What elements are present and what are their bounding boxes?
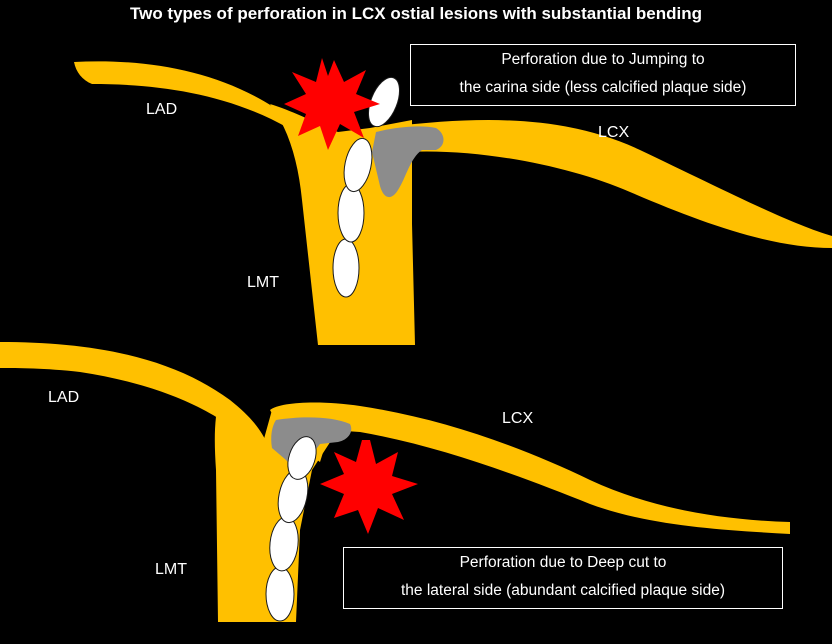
bottom-lcx-label: LCX xyxy=(502,410,534,427)
top-balloon-chain xyxy=(332,76,400,298)
top-balloon-segment xyxy=(368,76,400,128)
bottom-callout-line1: Perforation due to Deep cut to xyxy=(459,554,667,571)
bottom-callout-box: Perforation due to Deep cut to the later… xyxy=(343,547,783,609)
top-lad-label: LAD xyxy=(146,101,178,118)
bottom-lad-label: LAD xyxy=(48,389,80,406)
top-balloon-segment xyxy=(332,238,360,298)
top-balloon-segment xyxy=(337,183,365,243)
top-lcx-label: LCX xyxy=(598,124,630,141)
top-panel xyxy=(74,58,832,345)
bottom-balloon-segment xyxy=(265,566,295,622)
top-lcx-vessel xyxy=(395,120,832,248)
bottom-lmt-label: LMT xyxy=(155,561,187,578)
bottom-perforation-burst xyxy=(320,440,418,534)
top-lad-vessel xyxy=(74,61,300,135)
bottom-lad-vessel xyxy=(0,342,268,458)
bottom-lcx-vessel xyxy=(270,402,790,534)
top-lmt-label: LMT xyxy=(247,274,279,291)
bottom-callout-line2: the lateral side (abundant calcified pla… xyxy=(401,582,725,599)
bottom-balloon-segment xyxy=(287,436,317,480)
figure-title: Two types of perforation in LCX ostial l… xyxy=(129,4,703,23)
top-callout-line2: the carina side (less calcified plaque s… xyxy=(459,79,747,96)
top-callout-line1: Perforation due to Jumping to xyxy=(501,51,705,68)
bottom-panel xyxy=(0,342,790,622)
top-calcified-plaque xyxy=(372,126,444,198)
top-balloon-segment xyxy=(343,137,373,193)
top-perforation-burst xyxy=(284,58,380,150)
bottom-balloon-chain xyxy=(265,436,317,622)
top-callout-box: Perforation due to Jumping to the carina… xyxy=(410,44,796,106)
